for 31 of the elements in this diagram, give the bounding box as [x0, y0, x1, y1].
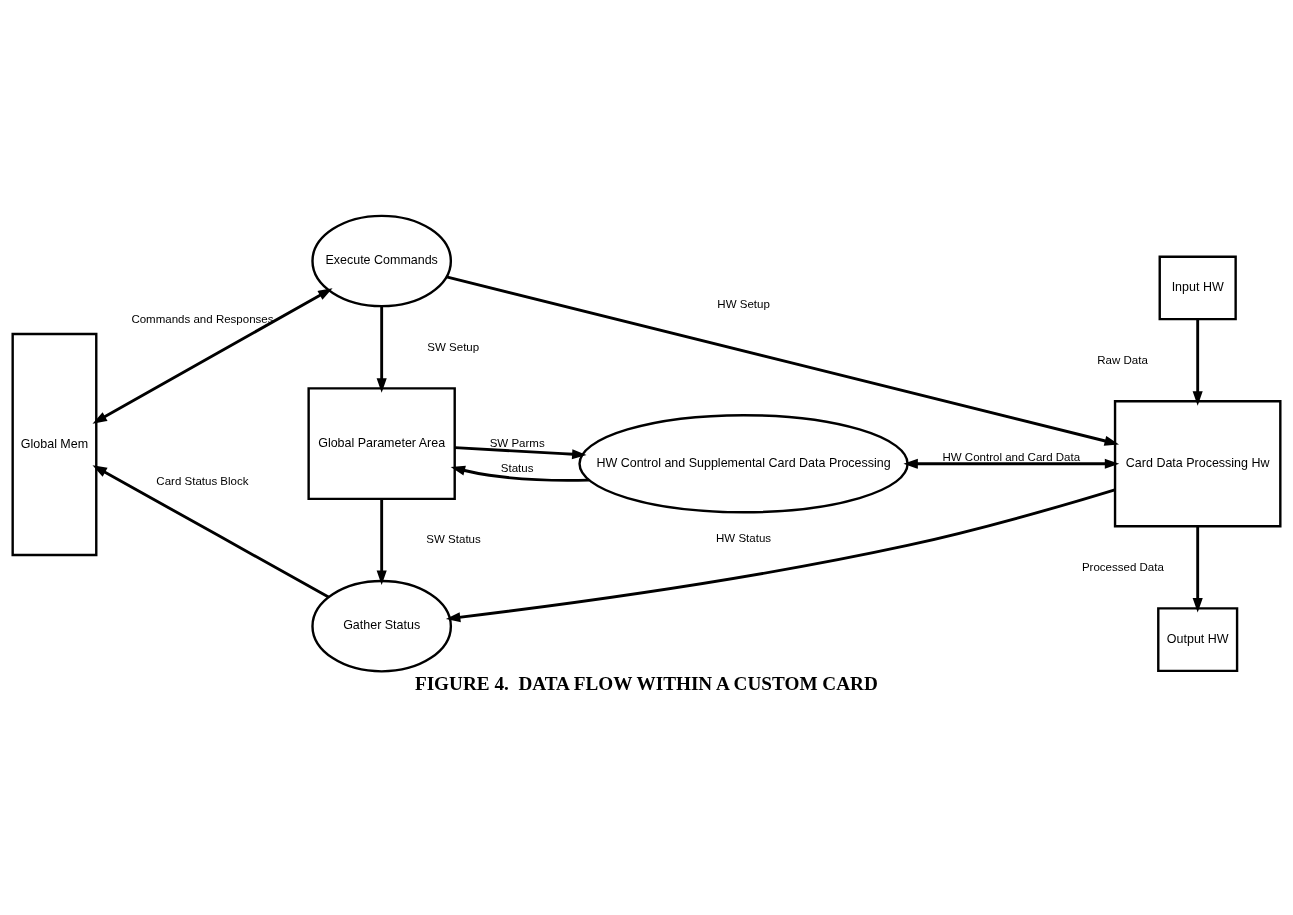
arrow	[450, 465, 590, 482]
node-ellipse: Gather Status	[311, 579, 453, 673]
arrow	[376, 498, 387, 585]
edge-label: SW Setup	[427, 340, 480, 353]
node-ellipse: Execute Commands	[311, 214, 453, 307]
arrow	[1192, 318, 1203, 406]
arrow	[445, 487, 1116, 622]
arrow	[376, 305, 387, 393]
edge-label: HW Setup	[717, 297, 770, 310]
arrow	[446, 275, 1119, 446]
node-box: Global Parameter Area	[307, 386, 456, 500]
node-box: Input HW	[1158, 255, 1237, 320]
arrow	[903, 458, 1120, 469]
edge-label: Raw Data	[1097, 353, 1148, 366]
edge-label: HW Control and Card Data	[942, 450, 1081, 462]
arrow	[1192, 525, 1203, 613]
edge-label: Processed Data	[1081, 560, 1164, 573]
edge-label: Card Status Block	[156, 474, 249, 487]
node-box: Global Mem	[11, 332, 98, 556]
arrow	[92, 287, 333, 424]
edge-label: HW Status	[716, 531, 772, 544]
edge-label: Commands and Responses	[131, 312, 274, 325]
node-ellipse: HW Control and Supplemental Card Data Processing	[578, 413, 909, 513]
caption: FIGURE 4. DATA FLOW WITHIN A CUSTOM CARD	[414, 672, 878, 694]
node-box: Card Data Processing Hw	[1113, 399, 1282, 527]
node-box: Output HW	[1157, 606, 1239, 672]
arrow	[454, 445, 587, 459]
arrow	[92, 464, 330, 598]
edge-label: Status	[500, 461, 534, 474]
edge-label: SW Parms	[489, 436, 545, 449]
edge-label: SW Status	[426, 532, 481, 545]
